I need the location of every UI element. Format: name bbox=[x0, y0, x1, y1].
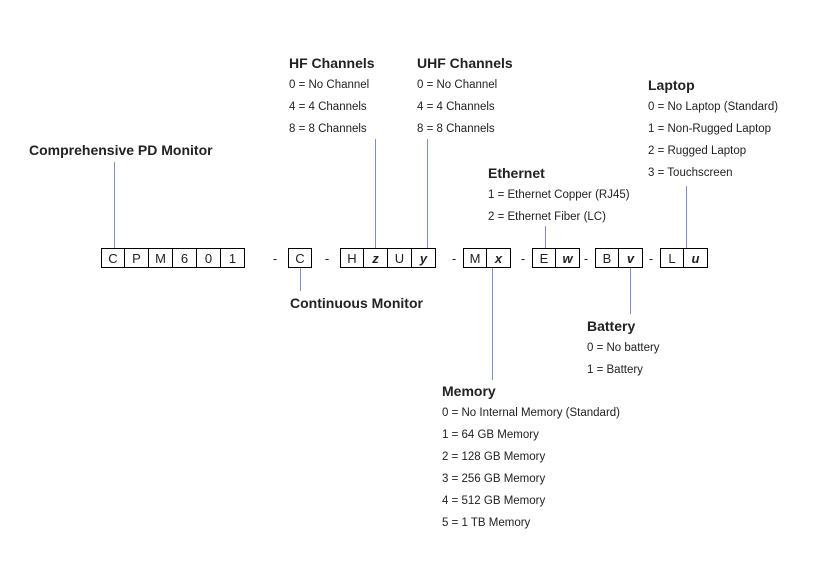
code-fixed-cell: B bbox=[595, 248, 619, 268]
code-fixed-cell: C bbox=[288, 248, 312, 268]
ethernet-title: Ethernet bbox=[488, 165, 545, 181]
memory-option: 5 = 1 TB Memory bbox=[442, 517, 531, 529]
code-separator: - bbox=[520, 250, 526, 266]
uhf-option: 8 = 8 Channels bbox=[417, 123, 495, 135]
battery-title: Battery bbox=[587, 318, 636, 334]
code-separator: - bbox=[648, 250, 654, 266]
code-fixed-cell: 1 bbox=[221, 248, 245, 268]
code-separator: - bbox=[324, 250, 330, 266]
laptop-title: Laptop bbox=[648, 77, 695, 93]
uhf-leader-line bbox=[427, 139, 428, 248]
continuous-leader-line bbox=[300, 268, 301, 291]
uhf-title: UHF Channels bbox=[417, 55, 513, 71]
laptop-leader-line bbox=[686, 186, 687, 248]
laptop-option: 2 = Rugged Laptop bbox=[648, 145, 747, 157]
ethernet-leader-line bbox=[545, 226, 546, 248]
code-fixed-cell: L bbox=[660, 248, 684, 268]
code-variable-cell: y bbox=[412, 248, 436, 268]
hf-leader-line bbox=[375, 139, 376, 248]
code-fixed-cell: M bbox=[149, 248, 173, 268]
code-fixed-cell: C bbox=[101, 248, 125, 268]
ethernet-option: 1 = Ethernet Copper (RJ45) bbox=[488, 189, 630, 201]
code-fixed-cell: U bbox=[388, 248, 412, 268]
code-variable-cell: v bbox=[619, 248, 643, 268]
battery-leader-line bbox=[630, 268, 631, 314]
uhf-option: 0 = No Channel bbox=[417, 79, 498, 91]
laptop-option: 1 = Non-Rugged Laptop bbox=[648, 123, 772, 135]
memory-option: 2 = 128 GB Memory bbox=[442, 451, 546, 463]
code-fixed-cell: H bbox=[340, 248, 364, 268]
hf-title: HF Channels bbox=[289, 55, 375, 71]
code-variable-cell: w bbox=[556, 248, 580, 268]
code-variable-cell: z bbox=[364, 248, 388, 268]
battery-option: 0 = No battery bbox=[587, 342, 660, 354]
memory-option: 0 = No Internal Memory (Standard) bbox=[442, 407, 621, 419]
comprehensive-leader-line bbox=[114, 162, 115, 248]
battery-option: 1 = Battery bbox=[587, 364, 643, 376]
memory-option: 4 = 512 GB Memory bbox=[442, 495, 546, 507]
hf-option: 8 = 8 Channels bbox=[289, 123, 367, 135]
code-fixed-cell: 6 bbox=[173, 248, 197, 268]
code-separator: - bbox=[583, 250, 589, 266]
code-fixed-cell: E bbox=[532, 248, 556, 268]
hf-option: 4 = 4 Channels bbox=[289, 101, 367, 113]
code-fixed-cell: P bbox=[125, 248, 149, 268]
code-variable-cell: u bbox=[684, 248, 708, 268]
continuous-title: Continuous Monitor bbox=[290, 295, 423, 311]
code-fixed-cell: 0 bbox=[197, 248, 221, 268]
hf-option: 0 = No Channel bbox=[289, 79, 370, 91]
memory-title: Memory bbox=[442, 383, 496, 399]
code-fixed-cell: M bbox=[463, 248, 487, 268]
code-separator: - bbox=[451, 250, 457, 266]
uhf-option: 4 = 4 Channels bbox=[417, 101, 495, 113]
laptop-option: 0 = No Laptop (Standard) bbox=[648, 101, 779, 113]
ethernet-option: 2 = Ethernet Fiber (LC) bbox=[488, 211, 606, 223]
memory-option: 1 = 64 GB Memory bbox=[442, 429, 539, 441]
comprehensive-title: Comprehensive PD Monitor bbox=[29, 142, 213, 158]
memory-option: 3 = 256 GB Memory bbox=[442, 473, 546, 485]
laptop-option: 3 = Touchscreen bbox=[648, 167, 733, 179]
code-separator: - bbox=[272, 250, 278, 266]
code-variable-cell: x bbox=[487, 248, 511, 268]
memory-leader-line bbox=[492, 268, 493, 380]
